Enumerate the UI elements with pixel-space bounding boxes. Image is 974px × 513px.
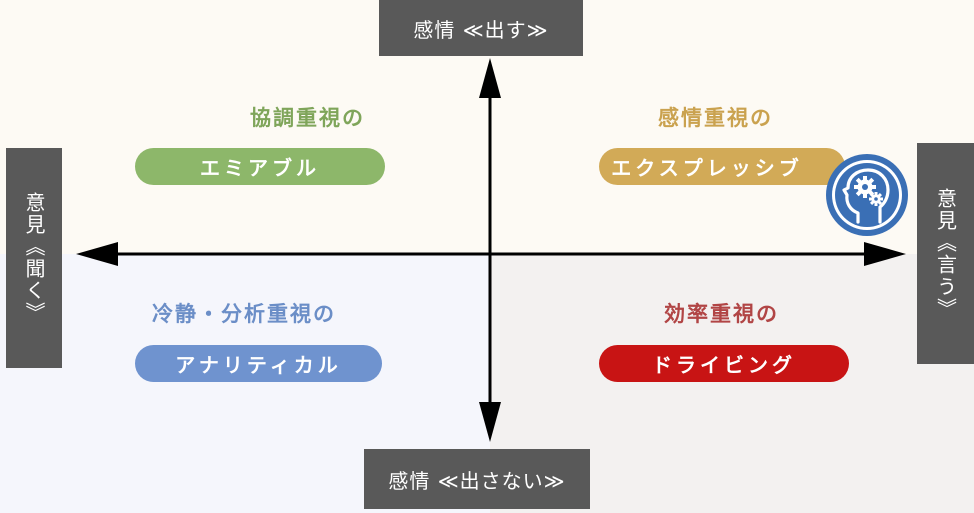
- axis-label-right: 意見《言う》: [917, 143, 974, 364]
- axis-label-top: 感情 ≪出す≫: [379, 0, 583, 56]
- axis-label-bottom-text: 感情 ≪出さない≫: [388, 468, 566, 493]
- left-arrow-head: [76, 242, 118, 266]
- up-arrow-head: [479, 58, 501, 98]
- quadrant-pill-driving: ドライビング: [599, 345, 849, 382]
- axis-label-top-text: 感情 ≪出す≫: [413, 17, 549, 42]
- quadrant-heading-top-right: 感情重視の: [658, 106, 773, 130]
- quadrant-pill-amiable: エミアブル: [135, 148, 385, 185]
- axis-label-bottom: 感情 ≪出さない≫: [364, 449, 590, 509]
- axis-label-left-text: 意見《聞く》: [22, 192, 46, 324]
- quadrant-heading-bottom-left: 冷静・分析重視の: [152, 302, 336, 326]
- quadrant-pill-expressive: エクスプレッシブ: [599, 148, 845, 185]
- quadrant-heading-top-left: 協調重視の: [250, 106, 365, 130]
- down-arrow-head: [479, 402, 501, 442]
- axis-label-left: 意見《聞く》: [6, 148, 62, 368]
- axis-label-right-text: 意見《言う》: [933, 187, 958, 320]
- head-with-gears-icon: [826, 154, 908, 236]
- right-arrow-head: [864, 242, 906, 266]
- quadrant-pill-analytical: アナリティカル: [135, 345, 382, 382]
- quadrant-heading-bottom-right: 効率重視の: [664, 302, 779, 326]
